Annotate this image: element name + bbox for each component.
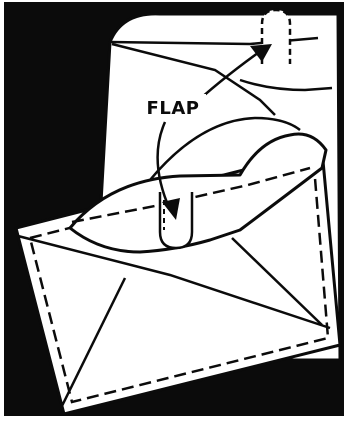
flap-label: FLAP	[147, 98, 200, 119]
back-envelope-slot	[262, 10, 290, 64]
